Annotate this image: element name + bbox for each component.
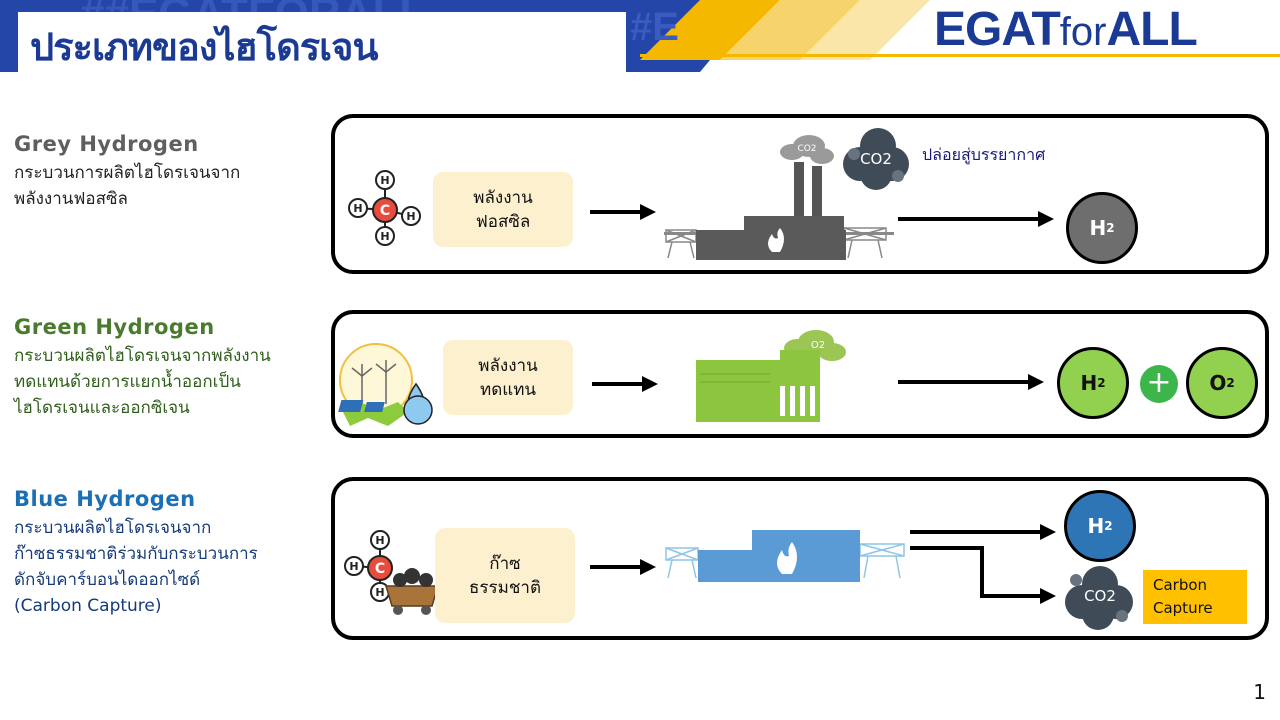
title-box: [18, 12, 626, 72]
renewable-source-box: พลังงานทดแทน: [443, 340, 573, 415]
green-desc: กระบวนผลิตไฮโดรเจนจากพลังงาน ทดแทนด้วยกา…: [14, 343, 324, 421]
blue-desc-line: (Carbon Capture): [14, 596, 162, 616]
h2-symbol: H: [1089, 216, 1107, 240]
svg-text:H: H: [380, 174, 389, 187]
natural-gas-source-box: ก๊าซธรรมชาติ: [435, 528, 575, 623]
arrow-icon: [592, 376, 658, 392]
release-note: ปล่อยสู่บรรยากาศ: [922, 145, 1046, 164]
h2-subscript: 2: [1104, 519, 1113, 533]
co2-label: CO2: [860, 150, 892, 168]
page-number: 1: [1253, 680, 1266, 704]
h2-symbol: H: [1087, 514, 1105, 538]
h2-subscript: 2: [1106, 221, 1115, 235]
co2-cloud-icon: CO2: [1065, 566, 1133, 630]
blue-desc-line: ก๊าซธรรมชาติร่วมกับกระบวนการ: [14, 544, 258, 564]
grey-desc-line: พลังงานฟอสซิล: [14, 189, 128, 209]
carbon-capture-badge: Carbon Capture: [1143, 570, 1247, 624]
blue-plant-icon: [665, 530, 905, 582]
svg-text:H: H: [375, 534, 384, 547]
co2-label: CO2: [1084, 587, 1116, 605]
arrow-icon: [898, 374, 1044, 390]
o2-cloud-label: O2: [811, 340, 825, 351]
source-label: พลังงาน: [473, 187, 533, 208]
blue-title: Blue Hydrogen: [14, 487, 196, 511]
page-title: ประเภทของไฮโดรเจน: [30, 25, 378, 69]
o2-symbol: O: [1209, 371, 1227, 395]
source-label: ธรรมชาติ: [469, 577, 541, 598]
logo-egat: EGAT: [934, 3, 1061, 56]
svg-text:H: H: [406, 210, 415, 223]
plus-icon: +: [1140, 365, 1178, 403]
logo-underline: [640, 54, 1280, 57]
molecule-c: C: [380, 203, 390, 219]
h2-symbol: H: [1080, 371, 1098, 395]
renewable-energy-icon: [338, 343, 433, 426]
logo-all: ALL: [1106, 3, 1197, 56]
svg-text:H: H: [349, 560, 358, 573]
grey-desc-line: กระบวนการผลิตไฮโดรเจนจาก: [14, 163, 241, 183]
svg-text:C: C: [375, 561, 385, 577]
svg-text:H: H: [380, 230, 389, 243]
methane-molecule-icon: C H H H H: [348, 170, 421, 246]
source-label: ทดแทน: [479, 379, 537, 400]
co2-cloud-icon: CO2: [843, 128, 909, 190]
blue-desc-line: กระบวนผลิตไฮโดรเจนจาก: [14, 518, 212, 538]
green-title: Green Hydrogen: [14, 315, 215, 339]
grey-factory-icon: CO2: [664, 135, 894, 260]
green-desc-line: ไฮโดรเจนและออกซิเจน: [14, 398, 190, 418]
small-cloud-label: CO2: [797, 144, 816, 154]
capture-label: Capture: [1153, 599, 1213, 617]
source-label: ก๊าซ: [489, 553, 521, 574]
arrow-icon: [590, 204, 656, 220]
capture-label: Carbon: [1153, 576, 1208, 594]
fossil-source-box: พลังงานฟอสซิล: [433, 172, 573, 247]
natural-gas-coal-icon: C H H H: [344, 530, 440, 615]
h2-subscript: 2: [1097, 376, 1106, 390]
source-label: พลังงาน: [478, 355, 538, 376]
logo-for: for: [1059, 10, 1107, 54]
svg-text:H: H: [353, 202, 362, 215]
svg-text:#E: #E: [630, 5, 679, 49]
grey-title: Grey Hydrogen: [14, 132, 199, 156]
blue-desc: กระบวนผลิตไฮโดรเจนจาก ก๊าซธรรมชาติร่วมกั…: [14, 515, 324, 619]
svg-text:H: H: [375, 586, 384, 599]
grey-desc: กระบวนการผลิตไฮโดรเจนจาก พลังงานฟอสซิล: [14, 160, 324, 212]
egat-logo: EGATforALL: [934, 2, 1198, 57]
arrow-icon: [590, 559, 656, 575]
electrolysis-plant-icon: O2: [696, 330, 846, 422]
source-label: ฟอสซิล: [475, 211, 531, 232]
split-arrow-icon: [910, 524, 1056, 604]
arrow-icon: [898, 211, 1054, 227]
blue-desc-line: ดักจับคาร์บอนไดออกไซด์: [14, 570, 201, 590]
o2-subscript: 2: [1226, 376, 1235, 390]
green-desc-line: ทดแทนด้วยการแยกน้ำออกเป็น: [14, 372, 241, 392]
green-desc-line: กระบวนผลิตไฮโดรเจนจากพลังงาน: [14, 346, 271, 366]
